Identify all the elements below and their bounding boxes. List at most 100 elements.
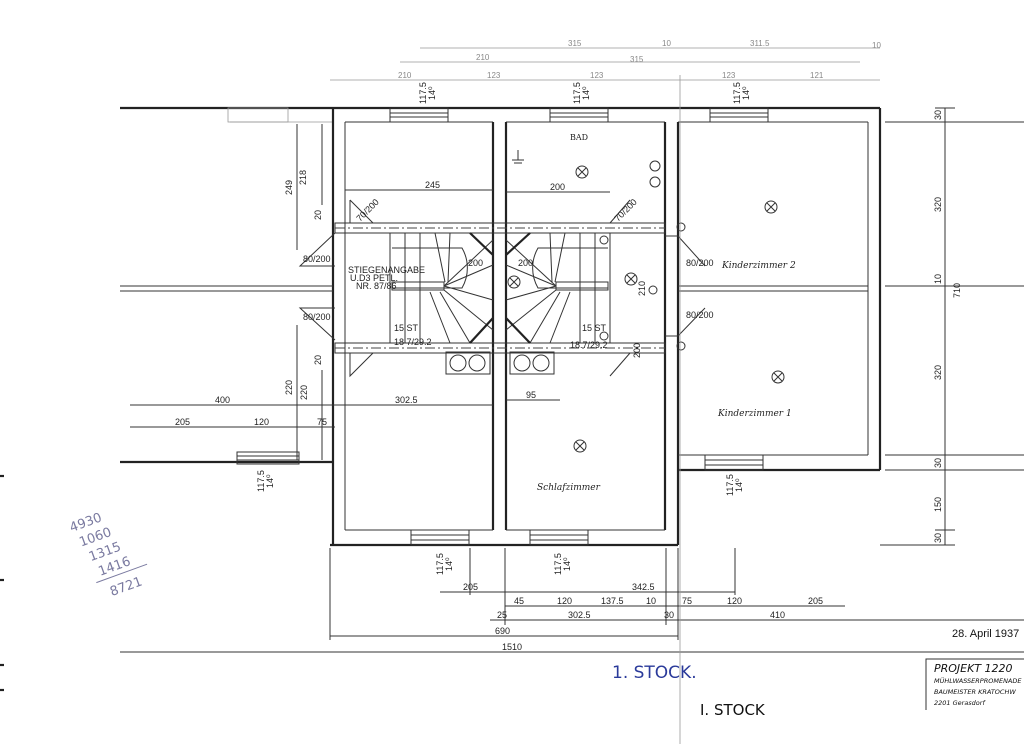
socket-icon xyxy=(599,331,609,341)
socket-icon xyxy=(676,341,686,351)
dim-top: 311.5 xyxy=(750,39,770,48)
dim-right: 320 xyxy=(933,365,943,380)
floor-label-handwritten: 1. STOCK. xyxy=(612,663,697,683)
window-bottom-center xyxy=(529,529,589,546)
floor-label-typed: I. STOCK xyxy=(700,701,766,719)
door-label: 80/200 xyxy=(686,310,714,320)
dim-bottom: 75 xyxy=(682,596,692,606)
dim-bottom: 342.5 xyxy=(632,582,655,592)
svg-text:14⁰: 14⁰ xyxy=(741,86,751,100)
window-top-far-left xyxy=(227,107,289,123)
dim-right: 30 xyxy=(933,458,943,468)
room-kinderzimmer-1: Kinderzimmer 1 xyxy=(717,409,792,419)
door-label: 80/200 xyxy=(303,312,331,322)
svg-text:117.5: 117.5 xyxy=(418,82,428,104)
svg-text:117.5: 117.5 xyxy=(572,82,582,104)
dim-bottom: 30 xyxy=(664,610,674,620)
dim-right: 30 xyxy=(933,533,943,543)
dim-top: 123 xyxy=(722,71,736,80)
svg-text:200: 200 xyxy=(518,258,533,268)
window-top-right xyxy=(709,107,769,123)
room-kinderzimmer-2: Kinderzimmer 2 xyxy=(721,261,796,271)
dim-75: 75 xyxy=(317,417,327,427)
svg-text:15 ST: 15 ST xyxy=(582,323,607,333)
dim-220b: 220 xyxy=(299,385,309,400)
svg-text:2201 Gerasdorf: 2201 Gerasdorf xyxy=(934,699,986,707)
room-schlafzimmer: Schlafzimmer xyxy=(537,483,601,493)
dim-218: 218 xyxy=(298,170,308,185)
dim-302: 302.5 xyxy=(395,395,418,405)
dim-249: 249 xyxy=(284,180,294,195)
dim-top: 210 xyxy=(398,71,412,80)
window-bottom-left xyxy=(410,529,470,546)
dim-20a: 20 xyxy=(313,210,323,220)
stair-right xyxy=(505,232,609,344)
dim-right: 320 xyxy=(933,197,943,212)
socket-icon xyxy=(648,285,658,295)
socket-icon xyxy=(599,235,609,245)
window-top-left xyxy=(389,107,449,123)
svg-text:STIEGENANGABE: STIEGENANGABE xyxy=(348,265,425,275)
dim-bottom: 205 xyxy=(463,582,478,592)
room-labels: BAD Schlafzimmer Kinderzimmer 2 Kinderzi… xyxy=(537,133,796,493)
light-icon xyxy=(507,275,521,289)
dim-top: 10 xyxy=(872,41,881,50)
dim-top: 315 xyxy=(630,55,644,64)
dim-top: 123 xyxy=(487,71,501,80)
dim-bottom: 45 xyxy=(514,596,524,606)
dim-top: 210 xyxy=(476,53,490,62)
svg-text:14⁰: 14⁰ xyxy=(562,557,572,571)
dim-245: 245 xyxy=(425,180,440,190)
light-icon xyxy=(573,439,587,453)
drawing-date: 28. April 1937 xyxy=(952,628,1019,640)
dim-bottom: 1510 xyxy=(502,642,522,652)
window-top-center xyxy=(549,107,609,123)
svg-text:14⁰: 14⁰ xyxy=(734,478,744,492)
dim-210: 210 xyxy=(637,281,647,296)
dim-bottom: 205 xyxy=(808,596,823,606)
windows xyxy=(227,107,769,546)
dim-top: 123 xyxy=(590,71,604,80)
stair-labels: 15 ST 18 7/29.2 200 15 ST 18.7/29.2 200 … xyxy=(348,258,608,350)
svg-text:117.5: 117.5 xyxy=(553,553,563,575)
dim-200: 200 xyxy=(550,182,565,192)
dim-right: 150 xyxy=(933,497,943,512)
svg-text:18.7/29.2: 18.7/29.2 xyxy=(570,340,608,350)
dim-bottom: 410 xyxy=(770,610,785,620)
svg-text:U.D3 PETL.: U.D3 PETL. xyxy=(350,273,398,283)
dim-bottom: 10 xyxy=(646,596,656,606)
doors xyxy=(298,199,706,378)
project-number: PROJEKT 1220 xyxy=(934,662,1013,675)
dim-bottom: 690 xyxy=(495,626,510,636)
window-left-terrace xyxy=(236,451,300,465)
light-icon xyxy=(771,370,785,384)
svg-text:117.5: 117.5 xyxy=(725,474,735,496)
antenna-icon xyxy=(512,150,524,164)
svg-text:117.5: 117.5 xyxy=(732,82,742,104)
chimney-left xyxy=(445,351,491,375)
svg-text:14⁰: 14⁰ xyxy=(427,86,437,100)
svg-text:14⁰: 14⁰ xyxy=(581,86,591,100)
dim-top: 315 xyxy=(568,39,582,48)
svg-text:14⁰: 14⁰ xyxy=(444,557,454,571)
dim-200v: 200 xyxy=(632,343,642,358)
dim-right: 30 xyxy=(933,110,943,120)
door-label: 70/200 xyxy=(354,197,381,224)
svg-text:117.5: 117.5 xyxy=(256,470,266,492)
light-icon xyxy=(624,272,638,286)
dim-bottom: 120 xyxy=(727,596,742,606)
door-label: 70/200 xyxy=(612,197,639,224)
dim-95: 95 xyxy=(526,390,536,400)
dim-bottom: 302.5 xyxy=(568,610,591,620)
window-labels: 117.5 14⁰ 117.5 14⁰ 117.5 14⁰ 117.5 14⁰ … xyxy=(256,82,751,575)
door-label: 80/200 xyxy=(686,258,714,268)
dim-220a: 220 xyxy=(284,380,294,395)
svg-text:18 7/29.2: 18 7/29.2 xyxy=(394,337,432,347)
window-kids-bottom xyxy=(704,454,764,471)
svg-text:15 ST: 15 ST xyxy=(394,323,419,333)
svg-text:MÜHLWASSERPROMENADE: MÜHLWASSERPROMENADE xyxy=(934,676,1022,685)
dim-20b: 20 xyxy=(313,355,323,365)
chimney-right xyxy=(509,351,555,375)
scan-edge-marks xyxy=(0,474,4,692)
dimension-lines xyxy=(120,47,1024,744)
